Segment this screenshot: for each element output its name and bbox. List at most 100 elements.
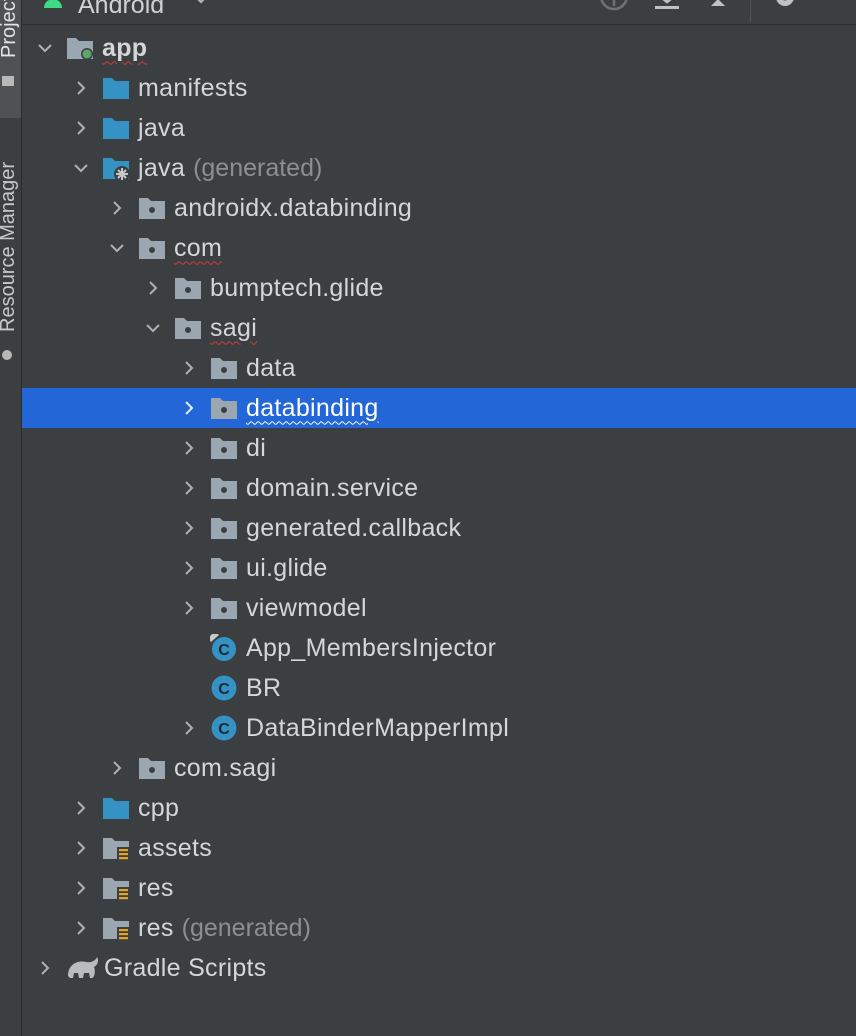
tree-node[interactable]: databinding (22, 388, 856, 428)
tree-node-label: java (138, 113, 186, 142)
tree-node-label: generated.callback (246, 513, 462, 542)
tree-node-label: com.sagi (174, 753, 277, 782)
resource-manager-tab-label[interactable]: Resource Manager (0, 161, 19, 332)
tree-node[interactable]: res(generated) (22, 908, 856, 948)
tree-node[interactable]: com (22, 228, 856, 268)
tree-node-label: res (138, 873, 174, 902)
tree-node-label: data (246, 353, 296, 382)
chevron-right-icon[interactable] (68, 875, 94, 901)
tree-node-label: BR (246, 673, 282, 702)
expand-all-icon[interactable] (652, 0, 682, 14)
chevron-right-icon[interactable] (176, 555, 202, 581)
tree-node-label: java (138, 153, 186, 182)
tree-node[interactable]: cpp (22, 788, 856, 828)
project-view-selector[interactable]: Android (78, 0, 165, 19)
resource-folder-icon (102, 834, 130, 862)
chevron-right-icon[interactable] (140, 275, 166, 301)
tree-node-label: bumptech.glide (210, 273, 384, 302)
tree-node[interactable]: data (22, 348, 856, 388)
tree-node[interactable]: bumptech.glide (22, 268, 856, 308)
chevron-right-icon[interactable] (68, 75, 94, 101)
package-icon (138, 194, 166, 222)
chevron-down-icon[interactable] (68, 155, 94, 181)
package-icon (210, 554, 238, 582)
package-icon (174, 274, 202, 302)
toolbar-separator (750, 0, 751, 22)
package-icon (138, 234, 166, 262)
tree-node[interactable]: assets (22, 828, 856, 868)
tree-node[interactable]: C BR (22, 668, 856, 708)
tree-node-label: Gradle Scripts (104, 953, 267, 982)
tree-node[interactable]: domain.service (22, 468, 856, 508)
chevron-right-icon[interactable] (176, 435, 202, 461)
chevron-right-icon[interactable] (176, 515, 202, 541)
module-icon (66, 34, 94, 62)
tree-node[interactable]: di (22, 428, 856, 468)
collapse-all-icon[interactable] (706, 0, 730, 14)
tree-node-label: app (102, 33, 148, 62)
leaf-spacer (176, 635, 202, 661)
project-tool-tab[interactable] (0, 0, 21, 118)
source-folder-icon (102, 794, 130, 822)
tree-node-label: viewmodel (246, 593, 367, 622)
chevron-right-icon[interactable] (68, 835, 94, 861)
chevron-right-icon[interactable] (176, 715, 202, 741)
tree-node-label: res (138, 913, 174, 942)
chevron-down-icon[interactable] (32, 35, 58, 61)
package-icon (174, 314, 202, 342)
tree-node[interactable]: ui.glide (22, 548, 856, 588)
tree-node[interactable]: generated.callback (22, 508, 856, 548)
project-tab-label[interactable]: Project (0, 0, 20, 58)
tree-node-label: ui.glide (246, 553, 328, 582)
leaf-spacer (176, 675, 202, 701)
chevron-right-icon[interactable] (176, 595, 202, 621)
tree-node-label: databinding (246, 393, 379, 422)
package-icon (210, 514, 238, 542)
package-icon (210, 594, 238, 622)
tree-node[interactable]: androidx.databinding (22, 188, 856, 228)
tree-node-suffix: (generated) (181, 913, 311, 942)
resource-folder-icon (102, 914, 130, 942)
tree-node[interactable]: manifests (22, 68, 856, 108)
package-icon (210, 474, 238, 502)
resource-manager-icon (2, 350, 12, 360)
tree-node[interactable]: viewmodel (22, 588, 856, 628)
chevron-right-icon[interactable] (176, 475, 202, 501)
tree-node[interactable]: app (22, 28, 856, 68)
chevron-right-icon[interactable] (104, 195, 130, 221)
chevron-right-icon[interactable] (176, 355, 202, 381)
tree-node-label: sagi (210, 313, 258, 342)
tree-node[interactable]: Gradle Scripts (22, 948, 856, 988)
svg-text:C: C (218, 681, 230, 698)
chevron-right-icon[interactable] (68, 915, 94, 941)
chevron-right-icon[interactable] (176, 395, 202, 421)
package-icon (210, 354, 238, 382)
tree-node[interactable]: sagi (22, 308, 856, 348)
chevron-down-icon[interactable] (140, 315, 166, 341)
chevron-down-icon[interactable] (104, 235, 130, 261)
chevron-down-icon[interactable] (194, 0, 208, 6)
tree-node[interactable]: java(generated) (22, 148, 856, 188)
tree-node[interactable]: java (22, 108, 856, 148)
svg-text:C: C (218, 721, 230, 738)
tool-window-strip: Project Resource Manager (0, 0, 22, 1036)
tree-node-label: cpp (138, 793, 180, 822)
tree-node[interactable]: res (22, 868, 856, 908)
package-icon (210, 394, 238, 422)
resource-folder-icon (102, 874, 130, 902)
tree-node-label: App_MembersInjector (246, 633, 497, 662)
tree-node[interactable]: com.sagi (22, 748, 856, 788)
chevron-right-icon[interactable] (68, 795, 94, 821)
chevron-right-icon[interactable] (104, 755, 130, 781)
gradle-elephant-icon (66, 954, 100, 982)
locate-icon[interactable] (598, 0, 630, 14)
tree-node-label: di (246, 433, 267, 462)
gear-icon[interactable] (770, 0, 800, 14)
chevron-right-icon[interactable] (68, 115, 94, 141)
generated-folder-icon (102, 154, 130, 182)
chevron-right-icon[interactable] (32, 955, 58, 981)
tree-node-label: manifests (138, 73, 248, 102)
